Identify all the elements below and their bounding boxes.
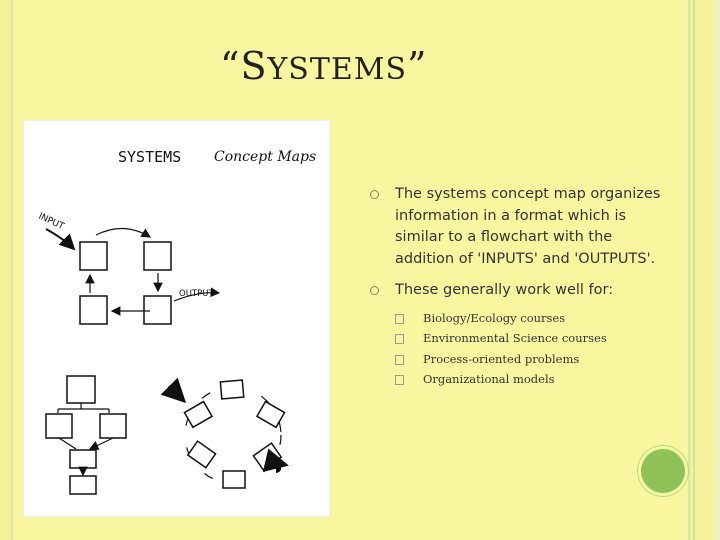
bullet-list: The systems concept map organizes inform… [370,184,670,390]
flow-box [69,475,97,495]
figure-heading-systems: SYSTEMS [118,148,181,166]
sub-list-item: Process-oriented problems [395,349,670,370]
flow-box [66,375,96,404]
flow-box [45,413,73,439]
flow-box [69,449,97,469]
bullet-circle-icon [370,286,379,295]
slide-title: “SYSTEMS” [220,44,428,88]
square-bullet-icon [395,334,404,344]
square-bullet-icon [395,375,404,385]
sub-list-item: Environmental Science courses [395,328,670,349]
bullet-circle-icon [370,190,379,199]
system-box [143,295,172,325]
sub-list-item: Organizational models [395,369,670,390]
system-box [79,295,108,325]
concept-map-figure: SYSTEMS Concept Maps INPUT OUTPUT [24,121,329,516]
left-border-band [0,0,13,540]
bullet-item: The systems concept map organizes inform… [370,184,670,270]
right-border-line [693,0,695,540]
output-label: OUTPUT [179,289,214,299]
square-bullet-icon [395,354,404,365]
flow-box [99,413,127,439]
square-bullet-icon [395,313,404,324]
sub-list-item: Biology/Ecology courses [395,308,670,329]
decorative-green-circle [641,449,685,493]
sub-list: Biology/Ecology courses Environmental Sc… [395,308,670,390]
system-box [79,241,108,271]
figure-heading-concept-maps: Concept Maps [214,149,316,165]
concept-map-drawing: SYSTEMS Concept Maps INPUT OUTPUT [37,148,316,495]
bullet-item: These generally work well for: Biology/E… [370,280,670,390]
input-label: INPUT [37,212,66,233]
system-box [143,241,172,271]
